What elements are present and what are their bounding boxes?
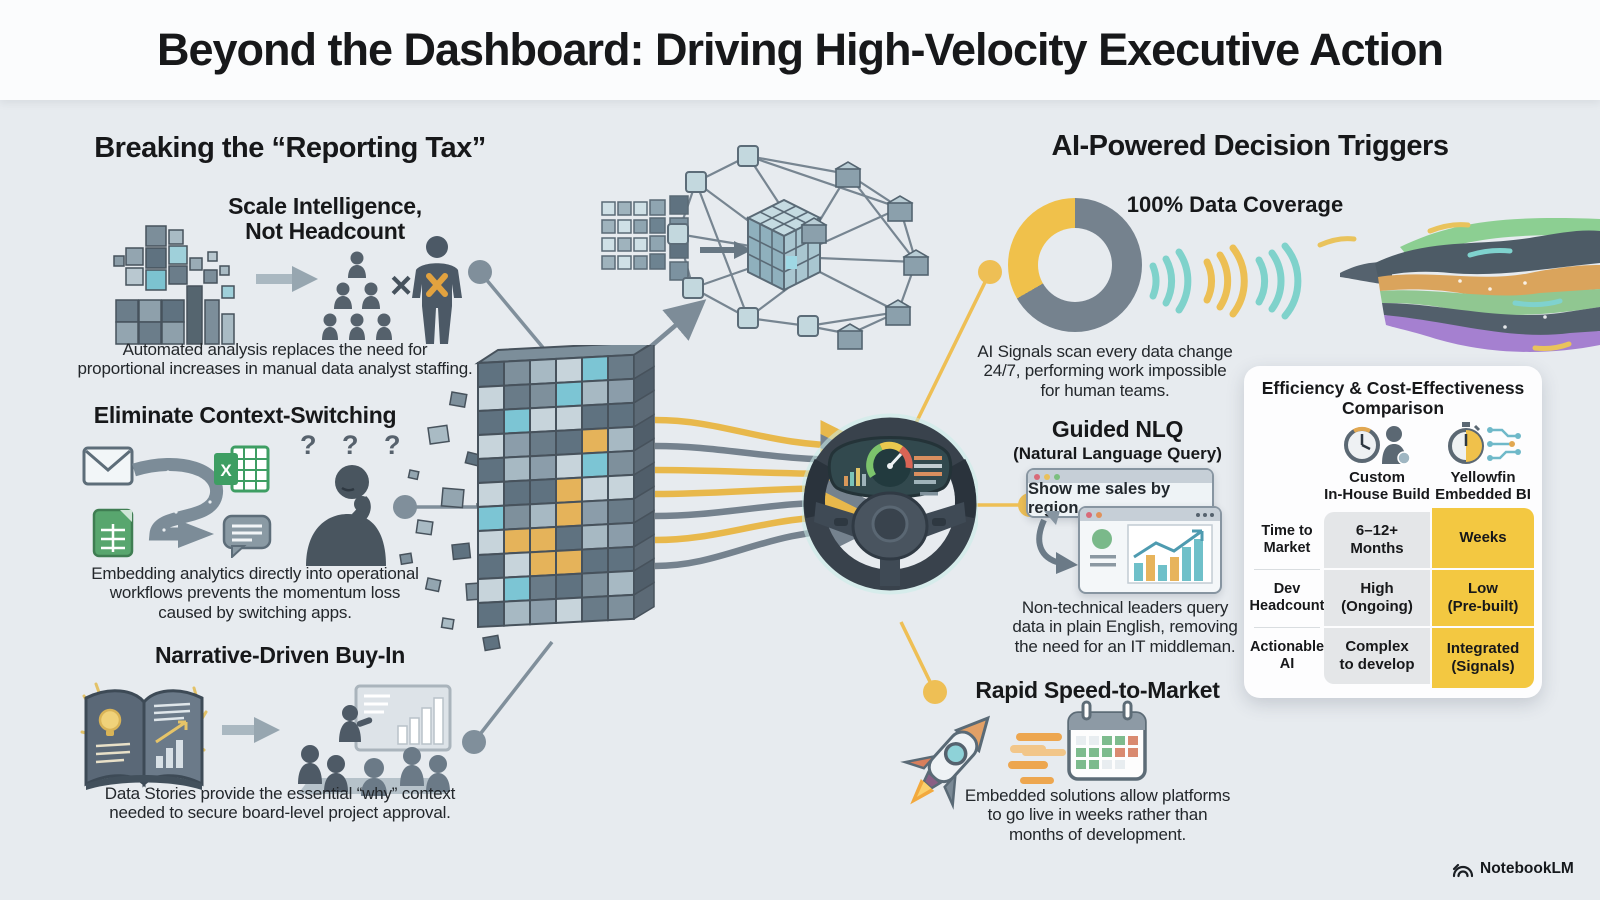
- row-label-time-to-market: Time to Market: [1261, 523, 1313, 556]
- right-section-heading: AI-Powered Decision Triggers: [1051, 130, 1449, 162]
- watermark: NotebookLM: [1452, 860, 1574, 878]
- rocket-icon: [900, 715, 991, 810]
- row-divider-1: [1254, 569, 1320, 570]
- narrative-caption: Data Stories provide the essential “why”…: [104, 784, 456, 823]
- result-mini-chart: [1090, 524, 1213, 584]
- boardroom-meeting-icon: [298, 684, 452, 796]
- network-nodes: [667, 145, 930, 350]
- context-switching-title: Eliminate Context-Switching: [93, 402, 397, 428]
- dashboard-mini-bars: [844, 468, 866, 486]
- data-story-book-icon: [80, 682, 208, 790]
- window-dot-yellow: [1044, 473, 1050, 480]
- row-divider-2: [1254, 627, 1320, 628]
- curved-down-arrow: [1036, 518, 1078, 574]
- left-data-grid: [601, 195, 689, 281]
- result-window-header: [1080, 508, 1220, 521]
- signal-waves-icon: [1149, 242, 1302, 320]
- excel-letter: X: [220, 461, 232, 480]
- window-dot-red: [1034, 473, 1040, 480]
- watermark-label: NotebookLM: [1480, 860, 1574, 877]
- data-flow-ribbon: [1317, 218, 1600, 352]
- data-coverage-title: 100% Data Coverage: [1126, 192, 1344, 217]
- arrow-right-icon: [256, 266, 318, 292]
- speed-caption: Embedded solutions allow platforms to go…: [964, 786, 1231, 844]
- row-label-actionable-ai: Actionable AI: [1249, 639, 1325, 672]
- cell-yellowfin-time: Weeks: [1432, 508, 1534, 568]
- donut-hole: [1038, 228, 1112, 302]
- chat-bubble-icon: [222, 514, 272, 558]
- notebooklm-logo-icon: [1452, 863, 1474, 878]
- cell-yellowfin-ai: Integrated (Signals): [1432, 628, 1534, 688]
- nlq-title: Guided NLQ: [1051, 416, 1184, 442]
- cell-yellowfin-headcount: Low (Pre-built): [1432, 570, 1534, 626]
- row-label-dev-headcount: Dev Headcount: [1249, 581, 1325, 614]
- comparison-card: Efficiency & Cost-Effectiveness Comparis…: [1244, 366, 1542, 698]
- nlq-window-header: [1028, 470, 1212, 483]
- nlq-subtitle: (Natural Language Query): [1013, 444, 1222, 463]
- scale-intelligence-title: Scale Intelligence, Not Headcount: [228, 193, 422, 244]
- custom-build-icons: [1344, 426, 1410, 465]
- left-section-heading: Breaking the “Reporting Tax”: [94, 132, 486, 164]
- thinking-person-icon: [306, 465, 386, 566]
- column-header-custom: Custom In-House Build: [1324, 469, 1430, 503]
- scale-intelligence-caption: Automated analysis replaces the need for…: [77, 340, 473, 379]
- cell-custom-headcount: High (Ongoing): [1324, 570, 1430, 626]
- orange-x-mark: [426, 273, 448, 297]
- speed-title: Rapid Speed-to-Market: [975, 677, 1220, 703]
- yellowfin-bi-icons: [1448, 422, 1521, 464]
- coverage-donut-chart: [1008, 198, 1142, 332]
- dashboard-mini-lines: [914, 456, 942, 484]
- page-title: Beyond the Dashboard: Driving High-Veloc…: [156, 24, 1444, 75]
- multiply-sign: ×: [390, 265, 413, 307]
- excel-spreadsheet-icon: X: [214, 445, 270, 493]
- envelope-icon: [82, 446, 134, 486]
- arrow-right-icon-2: [222, 717, 280, 743]
- nlq-query-text: Show me sales by region: [1028, 479, 1171, 517]
- pixel-bar-chart-icon: [113, 225, 235, 345]
- person-with-x-icon: [412, 236, 462, 344]
- green-sheet-icon: [92, 508, 134, 558]
- window-dot-red2: [1086, 511, 1092, 518]
- speed-lines-icon: [1008, 733, 1066, 784]
- pixel-tower-graphic: [474, 345, 658, 629]
- window-dot-green: [1054, 473, 1060, 480]
- data-coverage-caption: AI Signals scan every data change 24/7, …: [977, 342, 1233, 400]
- narrative-title: Narrative-Driven Buy-In: [154, 642, 405, 668]
- title-banner: Beyond the Dashboard: Driving High-Veloc…: [0, 0, 1600, 100]
- column-header-yellowfin: Yellowfin Embedded BI: [1435, 469, 1531, 503]
- steering-wheel-dashboard: [802, 413, 978, 595]
- calendar-icon: [1067, 700, 1147, 781]
- comparison-title: Efficiency & Cost-Effectiveness Comparis…: [1261, 378, 1525, 419]
- cube-network-graphic: [601, 145, 930, 350]
- cell-custom-ai: Complex to develop: [1324, 628, 1430, 684]
- nlq-result-window: [1078, 506, 1222, 594]
- people-pyramid-icon: [322, 251, 392, 340]
- window-menu-dots: [1196, 512, 1214, 517]
- central-data-cube: [745, 198, 823, 292]
- winding-arrow-icon: [132, 457, 223, 548]
- context-switching-caption: Embedding analytics directly into operat…: [91, 564, 419, 622]
- cell-custom-time: 6–12+ Months: [1324, 512, 1430, 568]
- question-marks: ? ? ?: [300, 430, 410, 460]
- window-dot-orange: [1096, 511, 1102, 518]
- cube-nodes: [800, 161, 930, 350]
- speech-bubble-tail: [1044, 511, 1060, 525]
- nlq-caption: Non-technical leaders query data in plai…: [1012, 598, 1238, 656]
